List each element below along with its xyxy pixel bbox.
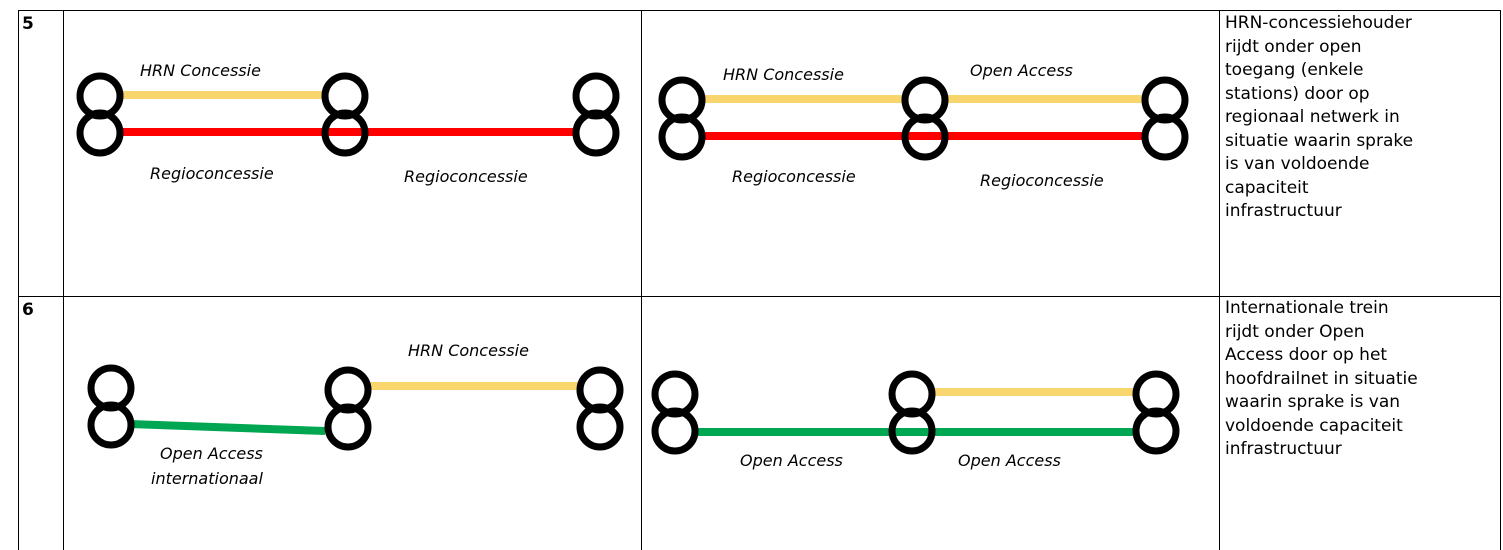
station-icon <box>572 72 620 157</box>
row-number: 6 <box>22 300 34 320</box>
track-label: Open Access <box>740 451 843 470</box>
station-icon <box>651 370 699 455</box>
description-line: voldoende capaciteit <box>1225 415 1403 436</box>
station-icon <box>576 366 624 451</box>
description-line: stations) door op <box>1225 83 1370 104</box>
table-border-diagram-split <box>641 10 642 550</box>
station-icon <box>321 72 369 157</box>
track-label: Open Access <box>160 444 263 463</box>
description-line: infrastructuur <box>1225 201 1342 221</box>
station-icon <box>888 370 936 455</box>
diagram-row5-left: HRN Concessie Regioconcessie Regioconces… <box>76 61 620 186</box>
description-line: toegang (enkele <box>1225 60 1364 80</box>
diagram-row6-left: HRN Concessie Open Access internationaal <box>87 341 624 488</box>
track-label: HRN Concessie <box>140 61 261 80</box>
track-label: internationaal <box>151 469 263 488</box>
station-icon <box>1132 370 1180 455</box>
description-line: situatie waarin sprake <box>1225 130 1414 151</box>
description-line: HRN-concessiehouder <box>1225 13 1412 33</box>
station-icon <box>658 76 706 161</box>
row-number: 5 <box>22 14 34 34</box>
description-line: infrastructuur <box>1225 439 1342 459</box>
track-label: Regioconcessie <box>150 164 274 183</box>
description-line: Access door op het <box>1225 345 1388 365</box>
row-description: Internationale trein rijdt onder Open Ac… <box>1225 297 1497 462</box>
table-border-top <box>18 10 1501 11</box>
track-label: Regioconcessie <box>404 167 528 186</box>
description-line: is van voldoende <box>1225 154 1370 174</box>
track-label: Open Access <box>958 451 1061 470</box>
description-line: waarin sprake is van <box>1225 392 1401 412</box>
track-label: Open Access <box>970 61 1073 80</box>
station-icon <box>76 72 124 157</box>
table-border-number-col <box>63 10 64 550</box>
description-line: rijdt onder Open <box>1225 321 1365 342</box>
description-line: capaciteit <box>1225 177 1309 198</box>
diagram-row5-right: HRN Concessie Open Access Regioconcessie… <box>658 61 1189 190</box>
open-access-track <box>129 420 326 435</box>
station-icon <box>1141 76 1189 161</box>
table-border-right <box>1500 10 1501 550</box>
table-border-left <box>18 10 19 550</box>
track-label: Regioconcessie <box>732 167 856 186</box>
station-icon <box>324 366 372 451</box>
description-line: rijdt onder open <box>1225 36 1362 57</box>
description-line: hoofdrailnet in situatie <box>1225 368 1418 389</box>
track-label: HRN Concessie <box>408 341 529 360</box>
description-line: regionaal netwerk in <box>1225 107 1400 127</box>
station-icon <box>901 76 949 161</box>
track-label: Regioconcessie <box>980 171 1104 190</box>
table-border-row-split <box>18 296 1501 297</box>
table-border-description-col <box>1219 10 1220 550</box>
station-icon <box>87 364 135 449</box>
row-description: HRN-concessiehouder rijdt onder open toe… <box>1225 12 1497 224</box>
description-line: Internationale trein <box>1225 298 1389 318</box>
track-label: HRN Concessie <box>723 65 844 84</box>
diagram-row6-right: Open Access Open Access <box>651 370 1180 470</box>
